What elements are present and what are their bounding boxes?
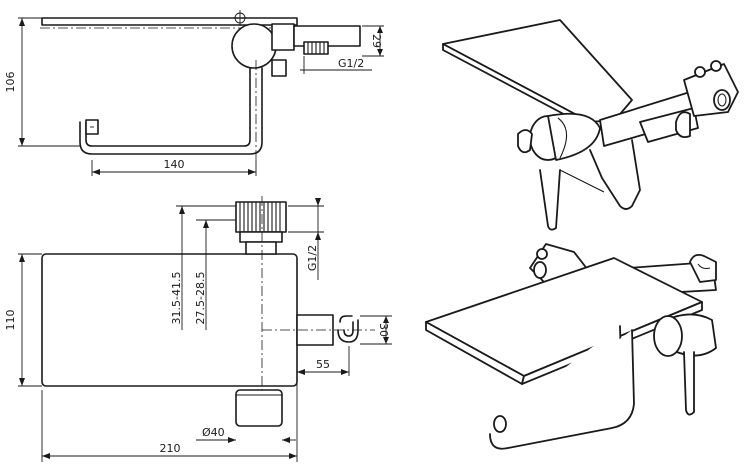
front-view <box>40 10 361 162</box>
dim-210: 210 <box>41 348 298 462</box>
range-a-label: 31.5-41.5 <box>170 272 183 325</box>
thread-label-top: G1/2 <box>300 56 372 74</box>
top-view <box>41 196 375 427</box>
dim-40-label: Ø40 <box>202 426 225 439</box>
dim-106: 106 <box>4 17 80 147</box>
dim-55: 55 <box>296 346 350 376</box>
thread-label-mid: G1/2 <box>288 198 324 280</box>
dim-40: Ø40 <box>196 426 296 443</box>
dim-55-label: 55 <box>316 358 330 371</box>
thread-top-label: G1/2 <box>338 57 364 70</box>
dim-range: 31.5-41.5 27.5-28.5 <box>170 205 236 330</box>
dim-29: 29 <box>362 25 384 57</box>
dim-140-label: 140 <box>164 158 185 171</box>
range-b-label: 27.5-28.5 <box>194 272 207 325</box>
dim-30: 30 <box>360 315 392 345</box>
dim-110: 110 <box>4 253 42 387</box>
dim-210-label: 210 <box>160 442 181 455</box>
isometric-view-2 <box>425 243 717 450</box>
isometric-view-1 <box>442 19 739 231</box>
dim-30-label: 30 <box>377 323 390 337</box>
dim-29-label: 29 <box>370 34 383 48</box>
dim-140: 140 <box>91 158 257 176</box>
dim-110-label: 110 <box>4 310 17 331</box>
thread-mid-label: G1/2 <box>306 245 319 271</box>
dim-106-label: 106 <box>4 72 17 93</box>
